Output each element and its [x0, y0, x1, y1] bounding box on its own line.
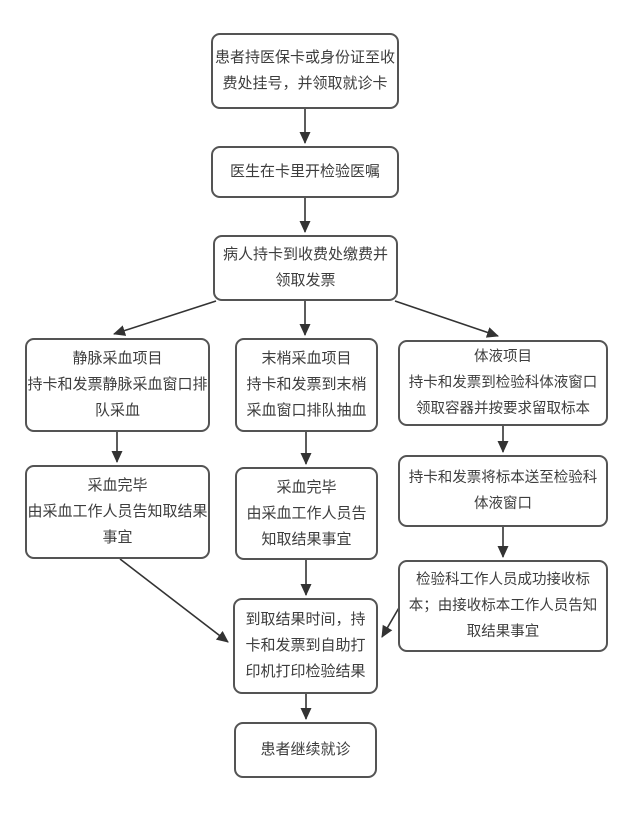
- node-venous-done: 采血完毕 由采血工作人员告知取结果 事宜: [25, 465, 210, 559]
- node-venous-collect-line: 队采血: [94, 402, 140, 419]
- node-print-results-line: 印机打印检验结果: [245, 663, 366, 680]
- node-fluid-collect-line: 领取容器并按要求留取标本: [416, 401, 590, 417]
- node-venous-done-line: 采血完毕: [87, 477, 148, 494]
- arrow-venous2-to-print: [119, 558, 229, 643]
- node-fluid-received-line: 检验科工作人员成功接收标: [416, 572, 590, 588]
- node-peripheral-done-line: 由采血工作人员告: [246, 504, 367, 522]
- node-doctor-order: 医生在卡里开检验医嘱: [211, 146, 399, 198]
- node-venous-collect: 静脉采血项目 持卡和发票静脉采血窗口排 队采血: [25, 338, 210, 432]
- node-peripheral-collect-line: 采血窗口排队抽血: [246, 402, 367, 419]
- node-register-line: 费处挂号，并领取就诊卡: [222, 75, 388, 92]
- node-peripheral-collect-line: 末梢采血项目: [261, 350, 352, 367]
- node-peripheral-done: 采血完毕 由采血工作人员告 知取结果事宜: [235, 467, 378, 560]
- node-venous-done-line: 事宜: [102, 529, 133, 546]
- node-continue-visit-line: 患者继续就诊: [260, 741, 351, 758]
- node-continue-visit: 患者继续就诊: [234, 722, 377, 778]
- node-fluid-received-line: 取结果事宜: [466, 624, 540, 640]
- node-pay-line: 病人持卡到收费处缴费并: [222, 246, 388, 263]
- arrow-pay-to-venous1: [113, 300, 217, 336]
- node-print-results-line: 卡和发票到自助打: [245, 637, 366, 654]
- node-venous-collect-line: 静脉采血项目: [72, 350, 163, 367]
- node-print-results: 到取结果时间，持 卡和发票到自助打 印机打印检验结果: [233, 598, 378, 694]
- node-peripheral-done-line: 知取结果事宜: [261, 530, 352, 548]
- node-venous-collect-line: 持卡和发票静脉采血窗口排: [27, 376, 208, 393]
- node-fluid-deliver-line: 持卡和发票将标本送至检验科: [408, 470, 598, 486]
- node-register-line: 患者持医保卡或身份证至收: [214, 49, 395, 66]
- node-doctor-order-line: 医生在卡里开检验医嘱: [229, 163, 380, 180]
- node-fluid-received-line: 本；由接收标本工作人员告知: [408, 598, 598, 614]
- node-fluid-collect: 体液项目 持卡和发票到检验科体液窗口 领取容器并按要求留取标本: [398, 340, 608, 426]
- arrow-pay-to-fluid1: [394, 300, 499, 338]
- node-fluid-collect-line: 体液项目: [474, 349, 532, 365]
- node-pay: 病人持卡到收费处缴费并 领取发票: [213, 235, 398, 301]
- node-fluid-deliver: 持卡和发票将标本送至检验科 体液窗口: [398, 455, 608, 527]
- node-venous-done-line: 由采血工作人员告知取结果: [27, 503, 208, 520]
- node-pay-line: 领取发票: [275, 272, 336, 289]
- node-fluid-collect-line: 持卡和发票到检验科体液窗口: [408, 375, 598, 391]
- node-fluid-received: 检验科工作人员成功接收标 本；由接收标本工作人员告知 取结果事宜: [398, 560, 608, 652]
- node-peripheral-collect: 末梢采血项目 持卡和发票到末梢 采血窗口排队抽血: [235, 338, 378, 432]
- node-peripheral-done-line: 采血完毕: [276, 478, 337, 496]
- node-fluid-deliver-line: 体液窗口: [474, 496, 532, 512]
- node-peripheral-collect-line: 持卡和发票到末梢: [246, 376, 367, 393]
- node-print-results-line: 到取结果时间，持: [245, 611, 366, 628]
- node-register: 患者持医保卡或身份证至收 费处挂号，并领取就诊卡: [211, 33, 399, 109]
